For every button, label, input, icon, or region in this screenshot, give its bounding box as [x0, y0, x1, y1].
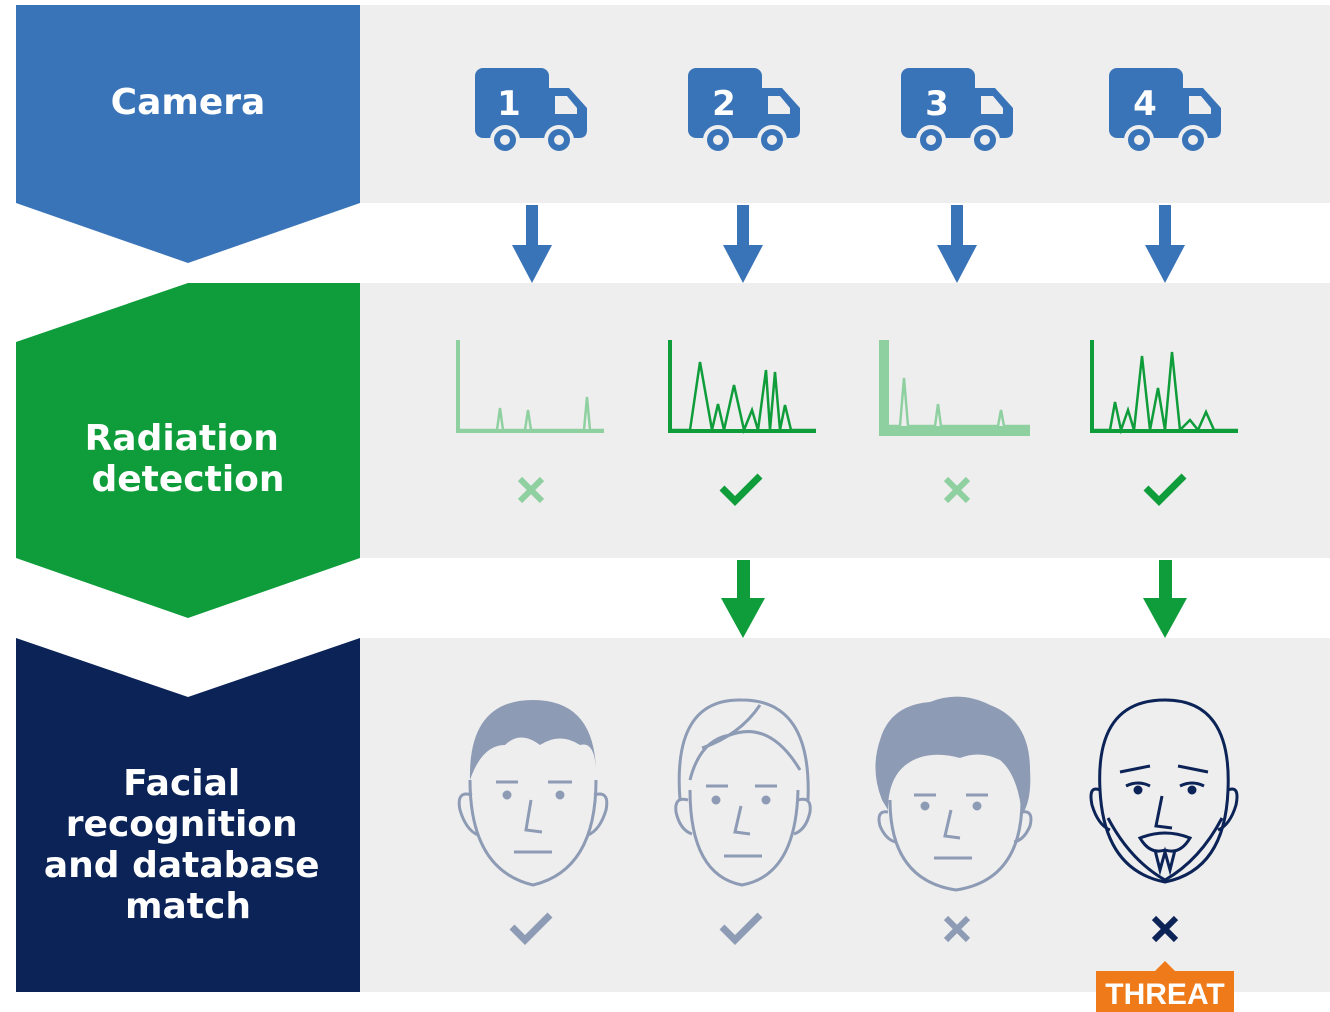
arrow-down-icon: [721, 560, 765, 638]
radiation-check-icon: [719, 473, 763, 506]
arrow-down-icon: [723, 205, 763, 283]
spectrum-trace: [888, 377, 1030, 428]
truck-icon: [688, 68, 800, 155]
spectrum-trace: [460, 396, 604, 432]
spectrum-axes: [1090, 340, 1238, 433]
radiation-cross-icon: [943, 476, 971, 504]
truck-number: 2: [712, 84, 736, 124]
truck-1: 1: [475, 68, 587, 155]
face-4-icon: [1089, 698, 1239, 884]
spectrum-axes: [879, 340, 1030, 436]
spectrum-trace: [672, 361, 816, 435]
arrow-down-icon: [1145, 205, 1185, 283]
truck-4: 4: [1109, 68, 1221, 155]
threat-badge: THREAT: [1096, 961, 1234, 1012]
facial-check-icon: [719, 912, 763, 945]
face-1-icon: [457, 700, 609, 887]
truck-2: 2: [688, 68, 800, 155]
radiation-panel: [360, 283, 1330, 558]
face-3-icon: [875, 696, 1033, 892]
arrow-down-icon: [1143, 560, 1187, 638]
radiation-spectrum-2: [668, 340, 816, 435]
truck-number: 4: [1133, 84, 1157, 124]
radiation-spectrum-3: [879, 340, 1030, 436]
face-2-icon: [674, 698, 812, 887]
radiation-spectrum-1: [456, 340, 604, 433]
facial-panel: [360, 638, 1330, 992]
radiation-stage-label: Radiation detection: [85, 418, 292, 500]
radiation-stage-block: [16, 283, 360, 618]
truck-number: 1: [497, 84, 521, 124]
facial-stage-label: Facial recognition and database match: [44, 763, 332, 927]
camera-stage-label: Camera: [111, 82, 266, 123]
spectrum-axes: [668, 340, 816, 433]
camera-stage-block: [16, 5, 360, 263]
spectrum-trace: [1094, 351, 1238, 435]
arrow-down-icon: [937, 205, 977, 283]
arrow-down-icon: [512, 205, 552, 283]
truck-icon: [475, 68, 587, 155]
radiation-cross-icon: [517, 476, 545, 504]
truck-icon: [1109, 68, 1221, 155]
truck-number: 3: [925, 84, 949, 124]
facial-check-icon: [509, 912, 553, 945]
facial-cross-icon: [943, 915, 971, 943]
facial-stage-block: [16, 638, 360, 992]
truck-icon: [901, 68, 1013, 155]
radiation-check-icon: [1143, 473, 1187, 506]
facial-cross-icon: [1151, 915, 1179, 943]
radiation-spectrum-4: [1090, 340, 1238, 435]
truck-3: 3: [901, 68, 1013, 155]
threat-label: THREAT: [1105, 978, 1224, 1011]
